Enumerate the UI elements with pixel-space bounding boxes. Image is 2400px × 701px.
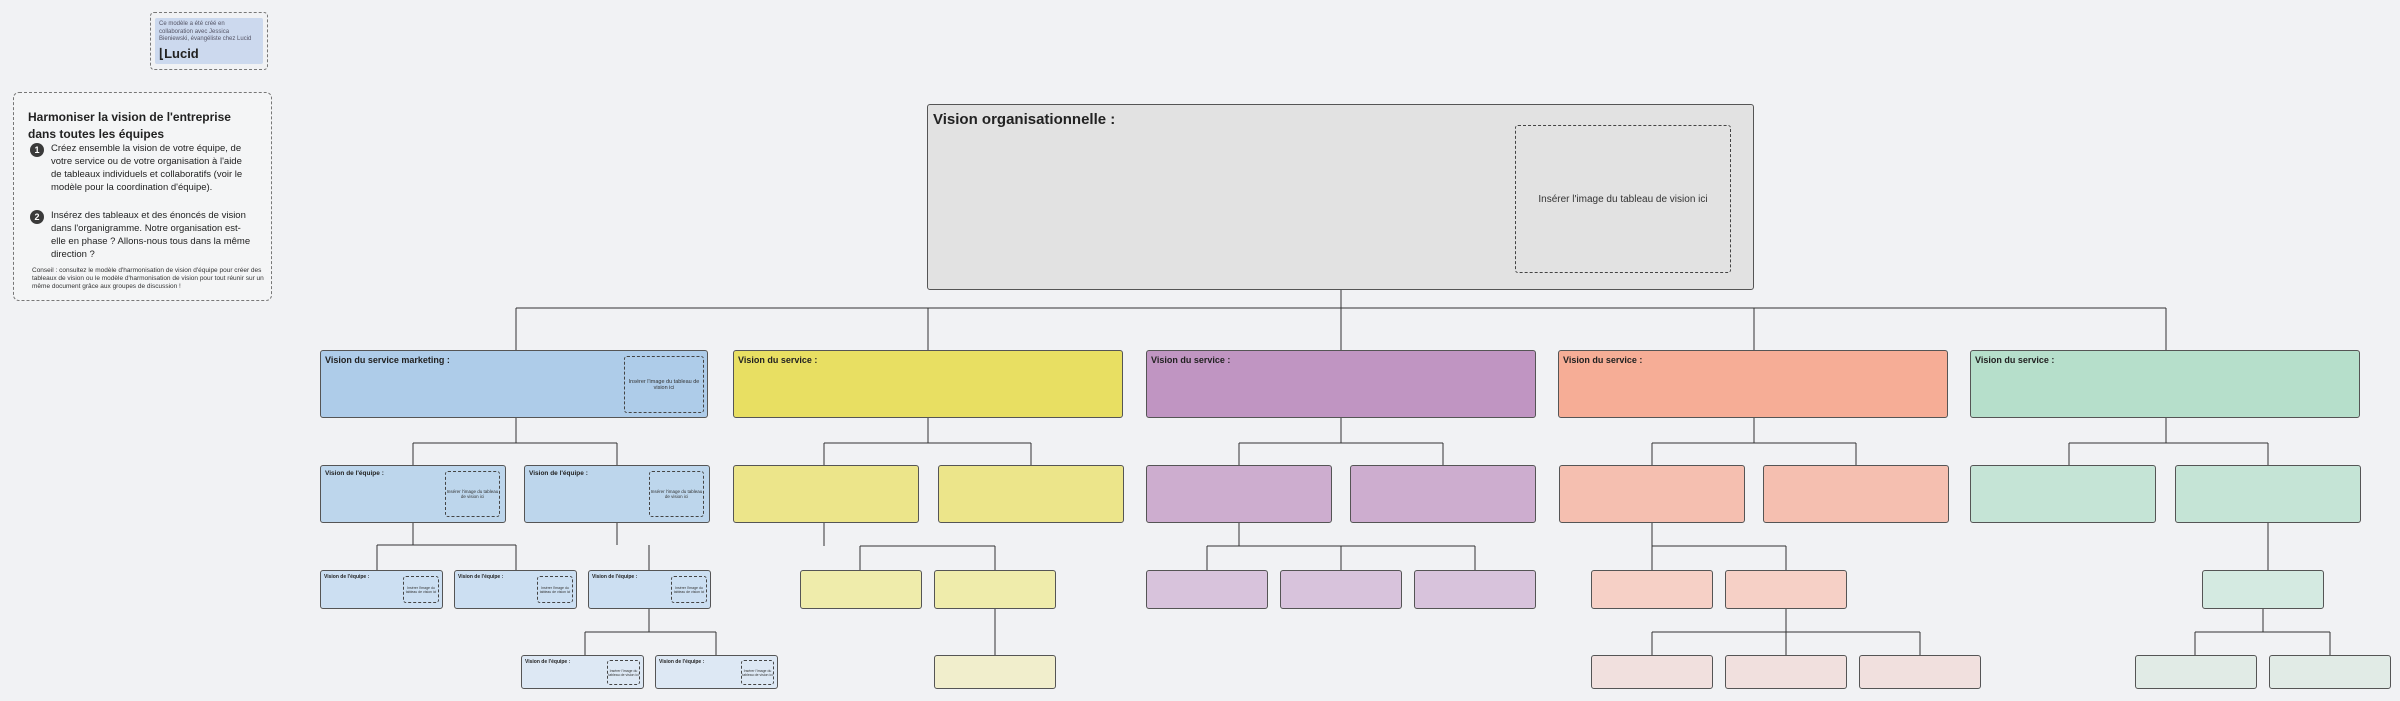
team-yellow-2-box[interactable] — [938, 465, 1124, 523]
subsubteam-marketing-1-box[interactable]: Vision de l'équipe : Insérer l'image du … — [521, 655, 644, 689]
team-label: Vision de l'équipe : — [458, 574, 504, 580]
service-marketing-title: Vision du service marketing : — [325, 355, 450, 365]
team-image-placeholder[interactable]: Insérer l'image du tableau de vision ici — [741, 660, 774, 685]
team-image-placeholder[interactable]: Insérer l'image du tableau de vision ici — [649, 471, 704, 517]
service-orange-box[interactable]: Vision du service : — [1558, 350, 1948, 418]
tip-text: Conseil : consultez le modèle d'harmonis… — [32, 267, 264, 290]
team-marketing-1-box[interactable]: Vision de l'équipe : Insérer l'image du … — [320, 465, 506, 523]
subsubteam-orange-2-box[interactable] — [1725, 655, 1847, 689]
service-green-box[interactable]: Vision du service : — [1970, 350, 2360, 418]
subteam-orange-2-box[interactable] — [1725, 570, 1847, 609]
step-2-text: Insérez des tableaux et des énoncés de v… — [51, 210, 251, 260]
team-image-placeholder[interactable]: Insérer l'image du tableau de vision ici — [445, 471, 500, 517]
team-label: Vision de l'équipe : — [325, 470, 384, 477]
team-label: Vision de l'équipe : — [592, 574, 638, 580]
organisational-vision-title: Vision organisationnelle : — [933, 111, 1116, 128]
team-orange-1-box[interactable] — [1559, 465, 1745, 523]
attribution-text: Ce modèle a été créé en collaboration av… — [159, 21, 252, 42]
lucid-logo: ⌊Lucid — [159, 46, 199, 62]
service-purple-title: Vision du service : — [1151, 355, 1231, 365]
subteam-purple-2-box[interactable] — [1280, 570, 1402, 609]
team-label: Vision de l'équipe : — [525, 659, 571, 665]
team-label: Vision de l'équipe : — [324, 574, 370, 580]
service-marketing-image-placeholder[interactable]: Insérer l'image du tableau de vision ici — [624, 356, 704, 413]
subteam-yellow-2-box[interactable] — [934, 570, 1056, 609]
team-yellow-1-box[interactable] — [733, 465, 919, 523]
team-purple-2-box[interactable] — [1350, 465, 1536, 523]
subsubteam-orange-3-box[interactable] — [1859, 655, 1981, 689]
subteam-yellow-1-box[interactable] — [800, 570, 922, 609]
subsubteam-green-1-box[interactable] — [2135, 655, 2257, 689]
subsubteam-green-2-box[interactable] — [2269, 655, 2391, 689]
service-marketing-box[interactable]: Vision du service marketing : Insérer l'… — [320, 350, 708, 418]
team-image-placeholder[interactable]: Insérer l'image du tableau de vision ici — [671, 576, 707, 603]
instructions-panel: Harmoniser la vision de l'entreprise dan… — [13, 92, 272, 301]
step-1-badge: 1 — [30, 143, 44, 157]
team-purple-1-box[interactable] — [1146, 465, 1332, 523]
subsubteam-yellow-1-box[interactable] — [934, 655, 1056, 689]
subteam-purple-1-box[interactable] — [1146, 570, 1268, 609]
organisational-vision-box[interactable]: Vision organisationnelle : Insérer l'ima… — [927, 104, 1754, 290]
service-orange-title: Vision du service : — [1563, 355, 1643, 365]
team-image-placeholder[interactable]: Insérer l'image du tableau de vision ici — [537, 576, 573, 603]
team-image-placeholder[interactable]: Insérer l'image du tableau de vision ici — [607, 660, 640, 685]
team-marketing-2-box[interactable]: Vision de l'équipe : Insérer l'image du … — [524, 465, 710, 523]
team-green-2-box[interactable] — [2175, 465, 2361, 523]
subteam-marketing-2-box[interactable]: Vision de l'équipe : Insérer l'image du … — [454, 570, 577, 609]
lucid-logo-text: Lucid — [164, 46, 199, 61]
team-label: Vision de l'équipe : — [529, 470, 588, 477]
subteam-purple-3-box[interactable] — [1414, 570, 1536, 609]
subteam-orange-1-box[interactable] — [1591, 570, 1713, 609]
subteam-marketing-3-box[interactable]: Vision de l'équipe : Insérer l'image du … — [588, 570, 711, 609]
instructions-title: Harmoniser la vision de l'entreprise dan… — [28, 110, 231, 141]
step-1-text: Créez ensemble la vision de votre équipe… — [51, 143, 243, 193]
subteam-green-1-box[interactable] — [2202, 570, 2324, 609]
lucid-logo-icon: ⌊ — [159, 46, 165, 61]
team-orange-2-box[interactable] — [1763, 465, 1949, 523]
team-label: Vision de l'équipe : — [659, 659, 705, 665]
service-purple-box[interactable]: Vision du service : — [1146, 350, 1536, 418]
team-image-placeholder[interactable]: Insérer l'image du tableau de vision ici — [403, 576, 439, 603]
service-yellow-title: Vision du service : — [738, 355, 818, 365]
subsubteam-orange-1-box[interactable] — [1591, 655, 1713, 689]
step-2-badge: 2 — [30, 210, 44, 224]
subsubteam-marketing-2-box[interactable]: Vision de l'équipe : Insérer l'image du … — [655, 655, 778, 689]
team-green-1-box[interactable] — [1970, 465, 2156, 523]
vision-board-image-placeholder[interactable]: Insérer l'image du tableau de vision ici — [1515, 125, 1731, 273]
lucid-attribution-card: Ce modèle a été créé en collaboration av… — [155, 18, 263, 64]
service-yellow-box[interactable]: Vision du service : — [733, 350, 1123, 418]
service-green-title: Vision du service : — [1975, 355, 2055, 365]
lucid-attribution-note: Ce modèle a été créé en collaboration av… — [150, 12, 268, 70]
subteam-marketing-1-box[interactable]: Vision de l'équipe : Insérer l'image du … — [320, 570, 443, 609]
